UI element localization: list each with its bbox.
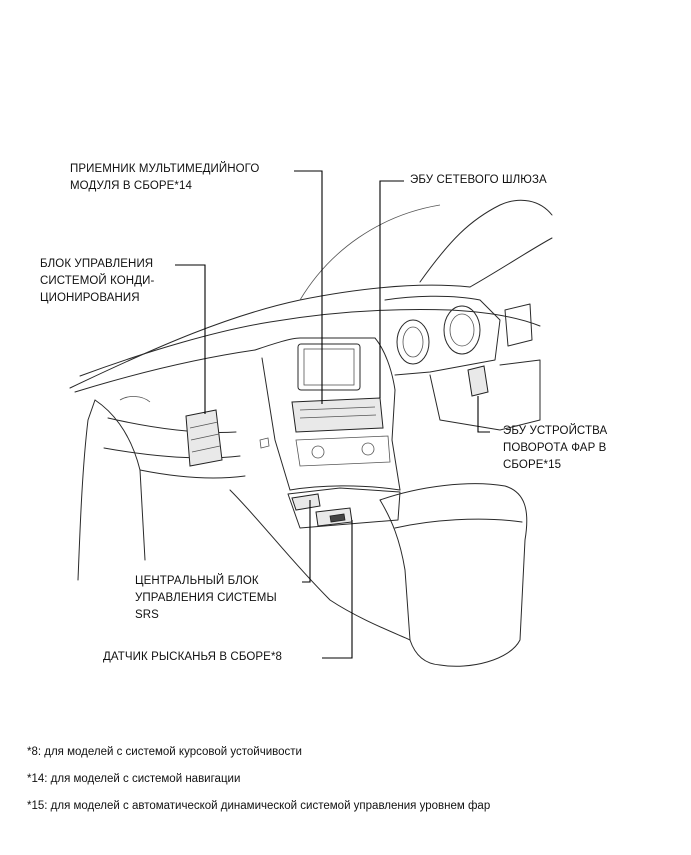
leader-yaw-sensor (322, 520, 353, 659)
nav-screen (297, 343, 361, 391)
callout-multimedia-receiver: ПРИЕМНИК МУЛЬТИМЕДИЙНОГО МОДУЛЯ В СБОРЕ*… (70, 161, 259, 195)
callout-line: МОДУЛЯ В СБОРЕ*14 (70, 180, 193, 192)
callout-line: СИСТЕМОЙ КОНДИ- (40, 275, 155, 287)
callout-srs-center-unit: ЦЕНТРАЛЬНЫЙ БЛОК УПРАВЛЕНИЯ СИСТЕМЫ SRS (135, 573, 277, 624)
callout-line: ПРИЕМНИК МУЛЬТИМЕДИЙНОГО (70, 163, 260, 175)
center-console (379, 483, 528, 667)
leader-ac-control (175, 264, 206, 414)
callout-line: ЦЕНТРАЛЬНЫЙ БЛОК (135, 575, 259, 587)
callout-line: ЦИОНИРОВАНИЯ (40, 292, 140, 304)
callout-line: ЭБУ УСТРОЙСТВА (503, 425, 608, 437)
callout-line: СБОРЕ*15 (503, 459, 562, 471)
ac-control-unit-part (185, 409, 223, 467)
callout-line: ПОВОРОТА ФАР В (503, 442, 607, 454)
footnote-14: *14: для моделей с системой навигации (27, 773, 241, 785)
leader-headlamp-swivel (477, 396, 490, 433)
footnote-15: *15: для моделей с автоматической динами… (27, 800, 491, 812)
callout-yaw-rate-sensor: ДАТЧИК РЫСКАНЬЯ В СБОРЕ*8 (103, 649, 282, 666)
leader-network-gateway (379, 180, 404, 398)
audio-unit (291, 397, 384, 433)
callout-line: УПРАВЛЕНИЯ СИСТЕМЫ (135, 592, 277, 604)
center-stack (254, 337, 396, 391)
footnote-8: *8: для моделей с системой курсовой усто… (27, 746, 302, 758)
gauge-left (396, 319, 430, 365)
callout-line: ЭБУ СЕТЕВОГО ШЛЮЗА (410, 174, 547, 186)
headlamp-swivel-ecu-part (467, 365, 489, 397)
callout-line: БЛОК УПРАВЛЕНИЯ (40, 258, 154, 270)
leader-multimedia-receiver (294, 170, 323, 404)
callout-line: ДАТЧИК РЫСКАНЬЯ В СБОРЕ*8 (103, 651, 283, 663)
callout-headlamp-swivel-ecu: ЭБУ УСТРОЙСТВА ПОВОРОТА ФАР В СБОРЕ*15 (503, 423, 607, 474)
leader-srs (302, 500, 311, 583)
callout-ac-control-unit: БЛОК УПРАВЛЕНИЯ СИСТЕМОЙ КОНДИ- ЦИОНИРОВ… (40, 256, 154, 307)
gauge-right (443, 305, 481, 355)
callout-line: SRS (135, 609, 159, 621)
callout-network-gateway-ecu: ЭБУ СЕТЕВОГО ШЛЮЗА (410, 172, 547, 189)
